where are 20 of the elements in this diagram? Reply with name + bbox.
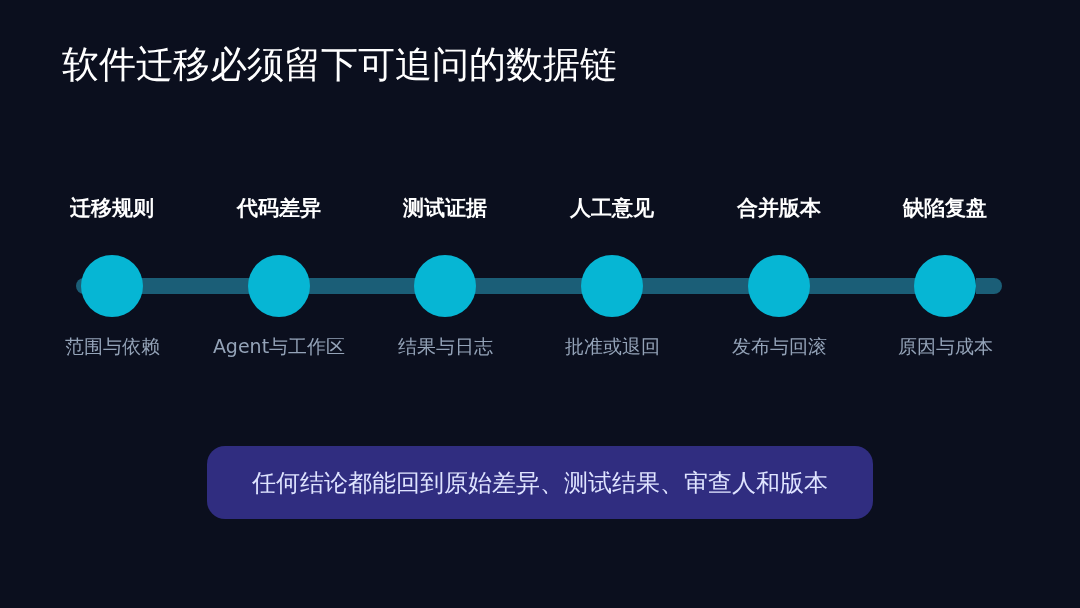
summary-text: 任何结论都能回到原始差异、测试结果、审查人和版本: [252, 467, 828, 498]
stop-caption: 批准或退回: [563, 334, 661, 358]
stop-title: 合并版本: [736, 195, 822, 221]
stop-caption: 原因与成本: [896, 334, 994, 358]
stop-title: 测试证据: [402, 195, 488, 221]
timeline-connector: [807, 278, 917, 294]
timeline-connector: [473, 278, 584, 294]
slide-title: 软件迁移必须留下可追问的数据链: [62, 42, 617, 88]
timeline-connector: [640, 278, 751, 294]
stop-caption: Agent与工作区: [211, 334, 347, 358]
stop-caption: 结果与日志: [396, 334, 494, 358]
stop-caption: 发布与回滚: [730, 334, 828, 358]
stop-title: 迁移规则: [69, 195, 155, 221]
stop-title: 人工意见: [569, 195, 655, 221]
summary-banner: [207, 446, 873, 519]
stop-caption: 范围与依赖: [63, 334, 161, 358]
stop-title: 代码差异: [235, 195, 322, 221]
timeline-connector: [140, 278, 251, 294]
timeline-connector: [307, 278, 417, 294]
stop-title: 缺陷复盘: [901, 195, 988, 221]
